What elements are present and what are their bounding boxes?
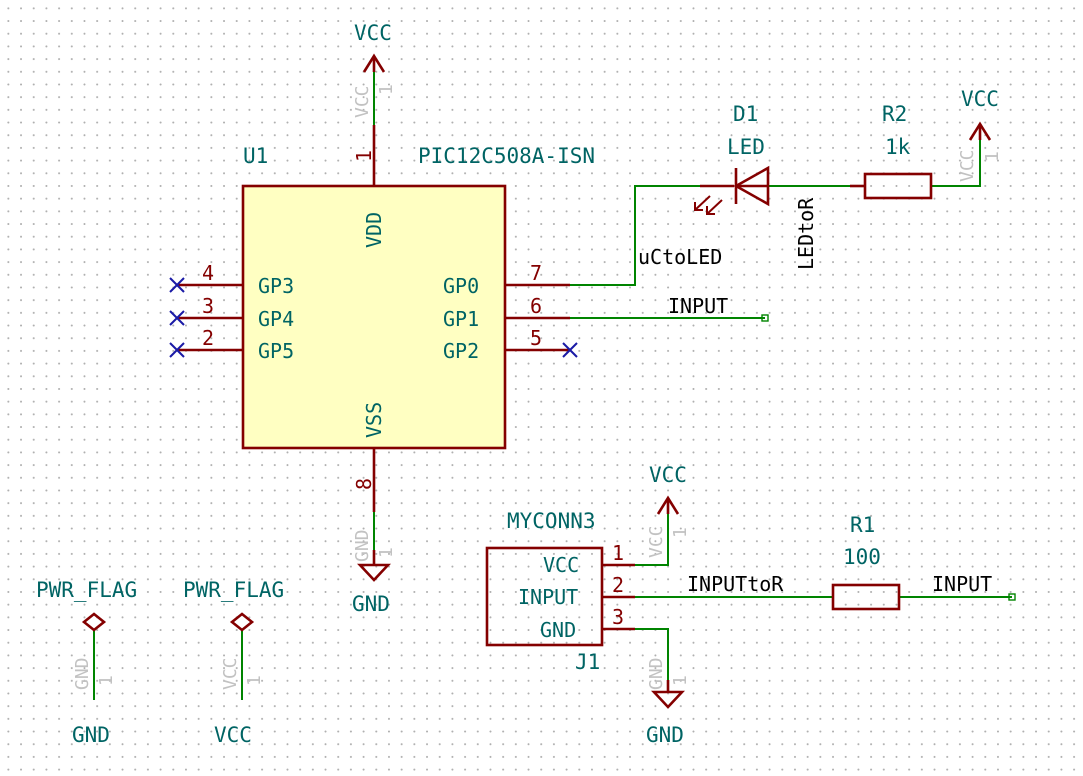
u1-pin-vss-number: 8: [352, 478, 376, 490]
pwr-flag-vcc[interactable]: PWR_FLAG VCC VCC 1: [183, 578, 284, 747]
u1-pin-gp4-number: 3: [202, 294, 214, 318]
j1-value: MYCONN3: [507, 509, 596, 533]
r1-resistor-component[interactable]: R1 100: [831, 513, 901, 611]
gnd-j1-label: GND: [646, 723, 684, 747]
u1-pin-gp1-number: 6: [530, 294, 542, 318]
u1-pin-vdd-name: VDD: [362, 212, 386, 248]
pwr-flag-diamond-icon: [229, 612, 255, 632]
gnd-u1-label: GND: [352, 592, 390, 616]
gnd-triangle-icon: [651, 690, 685, 709]
j1-pin-gnd-name: GND: [540, 618, 576, 642]
wire-j1-gnd[interactable]: [635, 628, 669, 692]
vcc-j1-ghost-pin: 1: [670, 527, 691, 538]
label-terminal-input-gp1: [761, 314, 769, 322]
u1-pin-gp1-name: GP1: [443, 307, 479, 331]
no-connect-gp2: [562, 342, 578, 358]
u1-pin-gp5-name: GP5: [258, 339, 294, 363]
wire-r2-vcc[interactable]: [931, 125, 981, 187]
wire-j1-vcc[interactable]: [635, 504, 669, 566]
d1-value: LED: [727, 135, 765, 159]
wire-uctoled[interactable]: [570, 185, 700, 286]
gnd-u1-ghost-pin: 1: [376, 547, 397, 558]
no-connect-gp3: [169, 277, 185, 293]
net-label-ledtor: LEDtoR: [794, 197, 818, 270]
u1-pin-gp2-name: GP2: [443, 339, 479, 363]
u1-pin-gp5-number: 2: [202, 326, 214, 350]
vcc-r2-ghost-pin: 1: [982, 151, 1003, 162]
r1-value: 100: [843, 545, 881, 569]
u1-pin-gp0-name: GP0: [443, 274, 479, 298]
r2-body: [863, 172, 933, 200]
vcc-flag-label: VCC: [214, 723, 252, 747]
d1-led-component[interactable]: D1 LED: [694, 102, 770, 215]
gnd-flag-ghost-pin: 1: [96, 675, 117, 686]
power-vcc-r2[interactable]: VCC VCC 1: [957, 87, 1003, 182]
u1-value: PIC12C508A-ISN: [418, 144, 595, 168]
vcc-u1-ghost-name: VCC: [352, 85, 373, 118]
power-gnd-j1[interactable]: GND GND 1: [646, 657, 691, 747]
vcc-u1-label: VCC: [354, 21, 392, 45]
power-vcc-u1[interactable]: VCC VCC 1: [352, 21, 397, 118]
j1-pin-input-number: 2: [612, 573, 624, 597]
j1-pin-vcc-name: VCC: [543, 553, 579, 577]
no-connect-gp5: [169, 342, 185, 358]
u1-pin-vdd-number: 1: [352, 150, 376, 162]
net-label-input-gp1: INPUT: [668, 294, 728, 318]
d1-reference: D1: [733, 102, 758, 126]
vcc-r2-label: VCC: [961, 87, 999, 111]
gnd-j1-ghost-pin: 1: [670, 675, 691, 686]
r2-value: 1k: [885, 135, 911, 159]
j1-pin-input-name: INPUT: [518, 585, 578, 609]
vcc-flag-ghost-name: VCC: [220, 657, 241, 690]
r2-reference: R2: [882, 102, 907, 126]
u1-pin-gp3-name: GP3: [258, 274, 294, 298]
power-vcc-j1[interactable]: VCC VCC 1: [646, 463, 691, 558]
r1-body: [831, 583, 901, 611]
u1-reference: U1: [243, 144, 268, 168]
vcc-j1-label: VCC: [649, 463, 687, 487]
gnd-triangle-icon: [357, 563, 391, 582]
u1-pin-gp3-number: 4: [202, 261, 214, 285]
u1-pin-gp4-name: GP4: [258, 307, 294, 331]
j1-reference: J1: [575, 650, 600, 674]
d1-light-arrows: [694, 195, 723, 215]
j1-pin-vcc-number: 1: [612, 541, 624, 565]
net-label-input-r1: INPUT: [932, 572, 992, 596]
net-label-inputtor: INPUTtoR: [687, 572, 784, 596]
vcc-u1-ghost-pin: 1: [376, 84, 397, 95]
gnd-flag-ghost-name: GND: [72, 657, 93, 690]
pwr-flag-2-label: PWR_FLAG: [183, 578, 284, 602]
pwr-flag-1-label: PWR_FLAG: [36, 578, 137, 602]
u1-pin-gp2-number: 5: [530, 326, 542, 350]
net-label-uctoled: uCtoLED: [638, 245, 722, 269]
u1-pin-vss-name: VSS: [362, 402, 386, 438]
gnd-u1-ghost-name: GND: [352, 529, 373, 562]
pwr-flag-diamond-icon: [81, 612, 107, 632]
power-gnd-u1[interactable]: GND GND 1: [352, 529, 397, 616]
pwr-flag-gnd[interactable]: PWR_FLAG GND GND 1: [36, 578, 137, 747]
u1-pin-gp0-number: 7: [530, 261, 542, 285]
u1-component[interactable]: U1 PIC12C508A-ISN VDD VSS 1 8 GP0 GP1 GP…: [177, 125, 595, 512]
gnd-flag-label: GND: [72, 723, 110, 747]
r1-reference: R1: [850, 513, 875, 537]
label-terminal-input-r1: [1008, 593, 1016, 601]
vcc-j1-ghost-name: VCC: [646, 525, 667, 558]
r2-resistor-component[interactable]: R2 1k: [850, 102, 933, 200]
vcc-r2-ghost-name: VCC: [957, 149, 978, 182]
no-connect-gp4: [169, 310, 185, 326]
j1-connector-component[interactable]: MYCONN3 J1 VCC INPUT GND 1 2 3: [485, 509, 635, 674]
j1-pin-gnd-number: 3: [612, 605, 624, 629]
u1-body: [241, 184, 507, 450]
gnd-j1-ghost-name: GND: [646, 657, 667, 690]
vcc-flag-ghost-pin: 1: [244, 675, 265, 686]
